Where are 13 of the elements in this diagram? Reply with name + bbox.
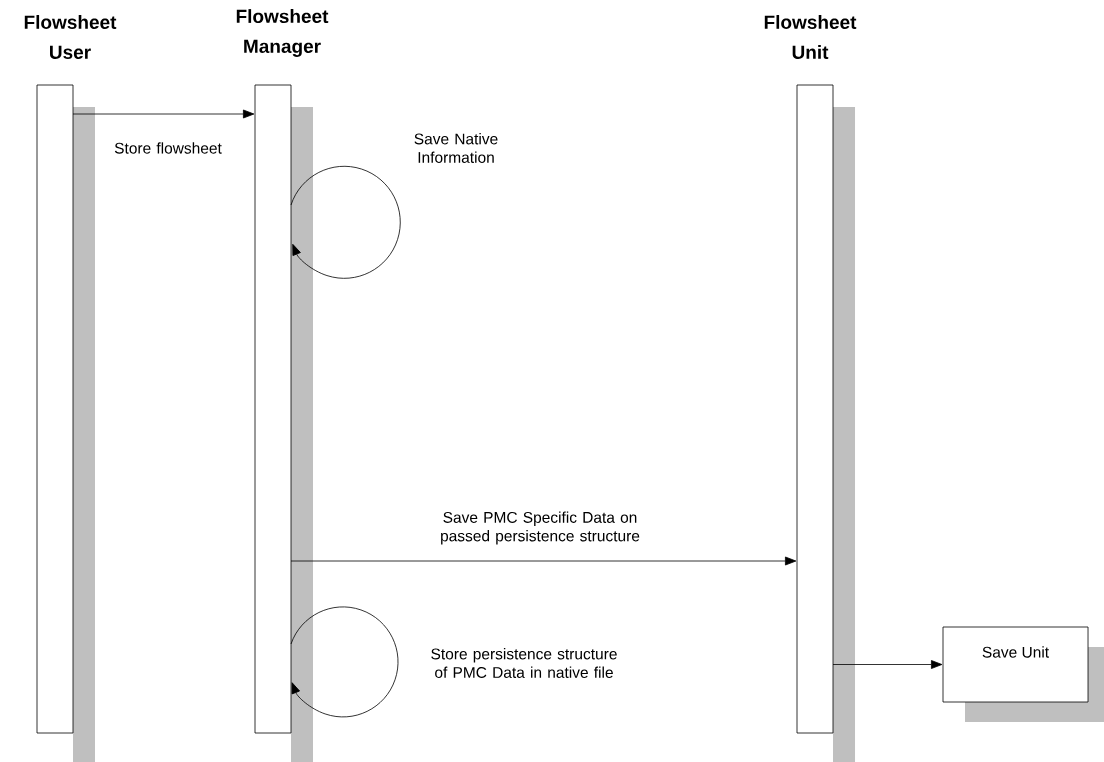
edge-label: Save Native Information	[414, 133, 498, 163]
process-box: Save Unit	[942, 626, 1104, 722]
edge-label: Store flowsheet	[114, 142, 222, 154]
message-arrow	[832, 660, 943, 669]
self-message-arrow	[290, 165, 401, 279]
edge-label: Save PMC Specific Data on passed persistence structure	[441, 511, 640, 545]
lifeline-heading: Flowsheet Unit	[764, 15, 857, 59]
lifeline-heading: Flowsheet Manager	[236, 9, 329, 57]
message-arrow	[72, 109, 255, 119]
edge-label: Store persistence structure of PMC Data in native file	[431, 648, 617, 678]
lifeline-heading: Flowsheet User	[24, 15, 117, 59]
message-arrow	[290, 556, 797, 566]
self-message-arrow	[290, 606, 399, 718]
